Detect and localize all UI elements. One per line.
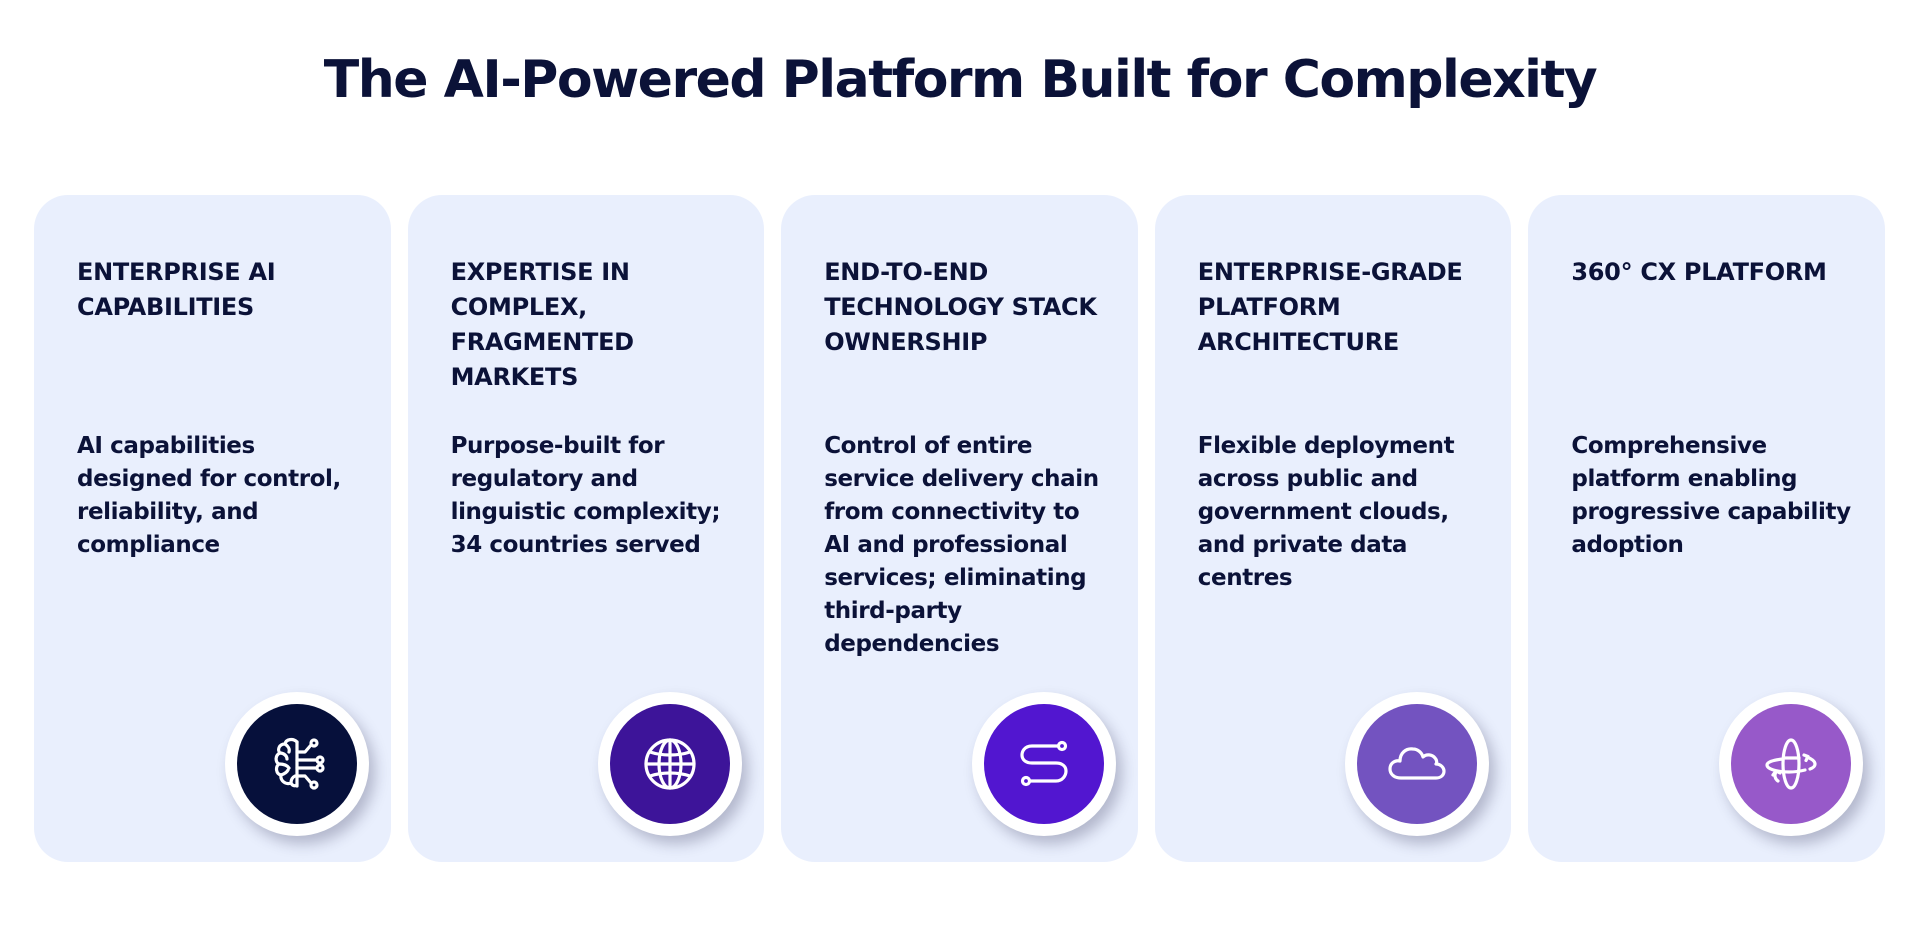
card-heading: ENTERPRISE AI CAPABILITIES — [77, 258, 276, 321]
card-heading: EXPERTISE IN COMPLEX, FRAGMENTED MARKETS — [450, 258, 635, 391]
icon-badge — [1718, 692, 1863, 836]
icon-badge — [971, 692, 1116, 836]
feature-card-tech-stack: END-TO-END TECHNOLOGY STACK OWNERSHIP Co… — [781, 195, 1138, 862]
card-heading: 360° CX PLATFORM — [1571, 258, 1827, 286]
card-body: AI capabilities designed for control, re… — [77, 433, 341, 558]
card-body: Purpose-built for regulatory and linguis… — [450, 433, 721, 558]
card-heading: ENTERPRISE-GRADE PLATFORM ARCHITECTURE — [1197, 258, 1463, 356]
icon-circle — [1357, 704, 1478, 824]
globe-icon — [644, 738, 696, 790]
page-title: The AI-Powered Platform Built for Comple… — [323, 50, 1598, 110]
feature-cards: ENTERPRISE AI CAPABILITIES AI capabiliti… — [34, 195, 1885, 862]
card-heading: END-TO-END TECHNOLOGY STACK OWNERSHIP — [824, 258, 1097, 356]
card-body: Control of entire service delivery chain… — [824, 433, 1099, 657]
icon-circle — [610, 704, 731, 824]
brain-circuit-icon — [274, 737, 325, 790]
cloud-icon — [1388, 747, 1446, 780]
card-body: Comprehensive platform enabling progress… — [1571, 433, 1851, 558]
feature-card-platform-architecture: ENTERPRISE-GRADE PLATFORM ARCHITECTURE F… — [1154, 195, 1512, 862]
icon-circle — [983, 704, 1104, 824]
feature-card-enterprise-ai: ENTERPRISE AI CAPABILITIES AI capabiliti… — [34, 195, 391, 862]
feature-card-complex-markets: EXPERTISE IN COMPLEX, FRAGMENTED MARKETS… — [407, 195, 765, 862]
icon-badge — [1345, 692, 1490, 836]
icon-circle — [1730, 704, 1851, 824]
icon-circle — [236, 704, 357, 824]
card-body: Flexible deployment across public and go… — [1197, 433, 1455, 591]
icon-badge — [224, 692, 369, 836]
orbit-rotate-icon — [1765, 738, 1817, 790]
feature-card-360-cx: 360° CX PLATFORM Comprehensive platform … — [1528, 195, 1885, 862]
icon-badge — [598, 692, 743, 836]
route-path-icon — [1020, 740, 1068, 787]
